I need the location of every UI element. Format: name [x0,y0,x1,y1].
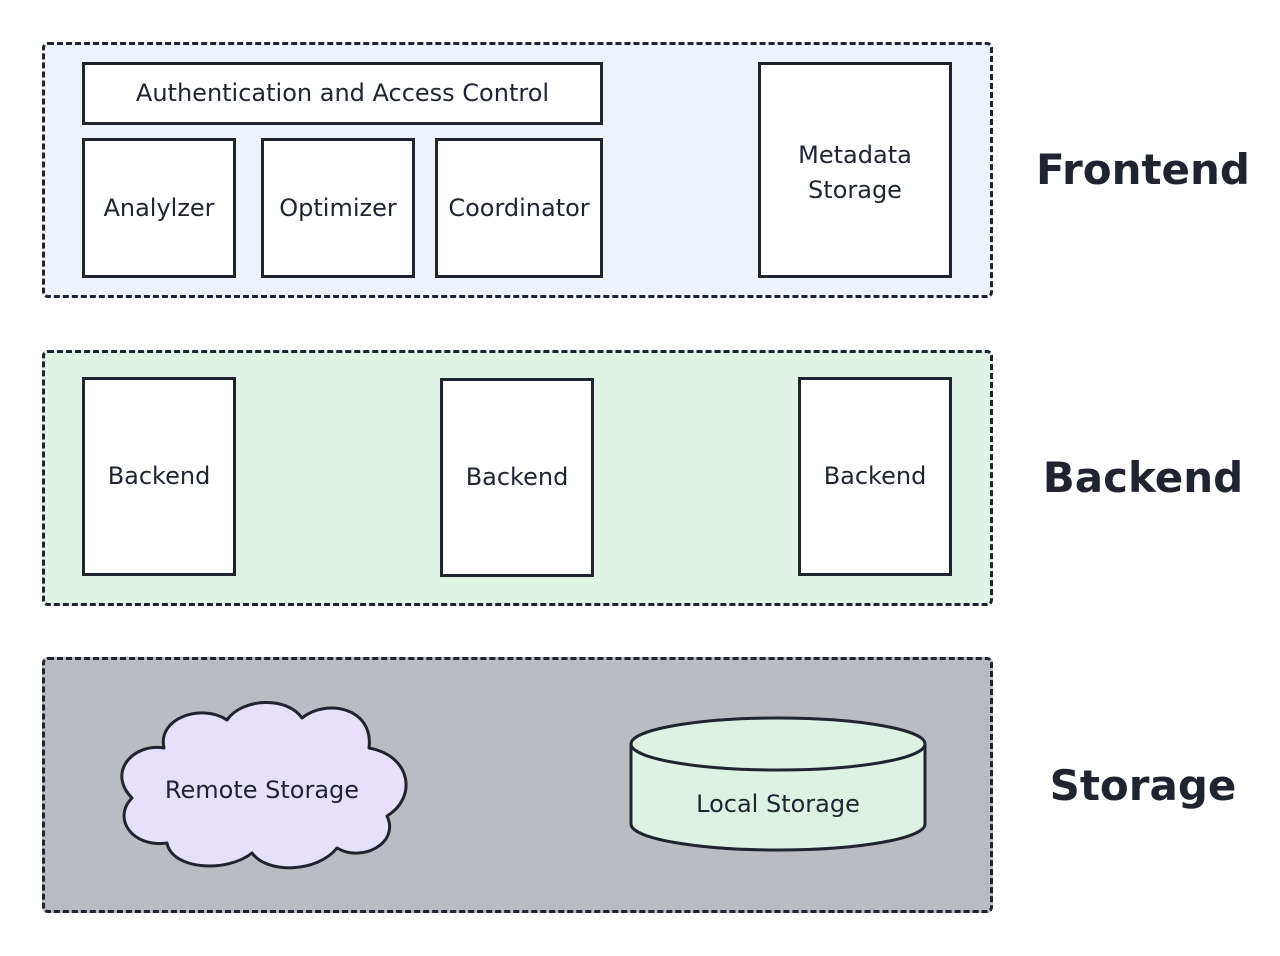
remote-storage-label: Remote Storage [164,776,360,804]
backend-layer-label: Backend [1042,453,1244,502]
metadata-storage-box: Metadata Storage [758,62,952,278]
local-storage-label: Local Storage [696,790,860,818]
optimizer-box: Optimizer [261,138,415,278]
backend-node-label: Backend [823,462,927,490]
backend-node: Backend [798,377,952,576]
analyzer-box: Analylzer [82,138,236,278]
coordinator-label: Coordinator [448,193,590,222]
cloud-icon [120,701,408,870]
storage-layer-label: Storage [1049,761,1237,810]
backend-node-label: Backend [107,462,211,490]
backend-node-label: Backend [465,463,569,491]
auth-access-control-box: Authentication and Access Control [82,62,603,125]
frontend-layer-label: Frontend [1036,145,1250,194]
database-cylinder-icon [629,716,927,852]
backend-node: Backend [82,377,236,576]
backend-node: Backend [440,378,594,577]
analyzer-label: Analylzer [103,193,215,222]
optimizer-label: Optimizer [279,193,397,222]
coordinator-box: Coordinator [435,138,603,278]
auth-access-control-label: Authentication and Access Control [135,79,550,107]
metadata-storage-label: Metadata Storage [798,141,912,204]
